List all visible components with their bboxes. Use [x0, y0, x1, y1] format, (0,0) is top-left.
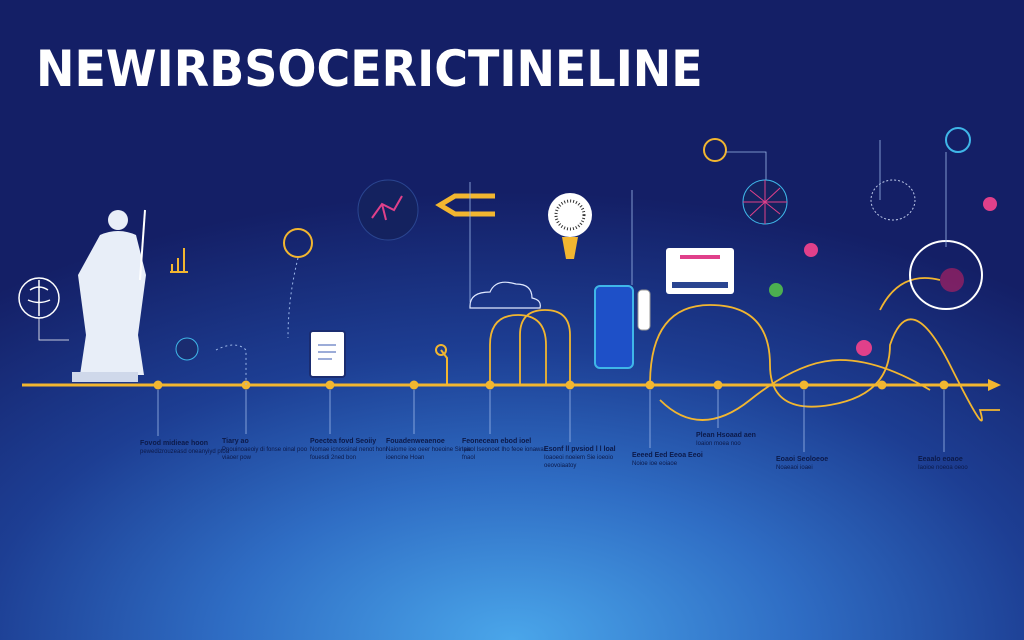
milestone-body: Iaoioe noeoa oeoo — [918, 465, 968, 471]
milestone-body: pewedizrouzeasd oneanyiyd ptoa — [140, 449, 230, 455]
target-icon — [945, 127, 971, 153]
document-icon — [309, 330, 346, 378]
milestone-heading: Plean Hsoaad aen — [696, 432, 756, 439]
timeline-dot[interactable] — [325, 380, 335, 390]
globe-icon — [283, 228, 313, 258]
timeline-dot[interactable] — [409, 380, 419, 390]
timeline-dot[interactable] — [939, 380, 949, 390]
milestone-heading: Esonf ll pvsiod l l loal — [544, 446, 616, 453]
timeline-arrow-icon — [988, 379, 1001, 391]
timeline-dot[interactable] — [877, 380, 887, 390]
cloud-icon — [469, 281, 541, 309]
milestone-heading: Fovod midieae hoon — [140, 440, 209, 447]
statue-icon — [72, 209, 146, 382]
dot-green-icon — [769, 283, 783, 297]
dot-pink-icon — [804, 243, 818, 257]
milestone-heading: Fouadenweaenoe — [386, 438, 445, 445]
wave-lines — [489, 277, 1000, 422]
milestone-heading: Eeaalo eoaoe — [918, 456, 963, 463]
arrow-left-icon — [435, 193, 495, 217]
milestone-body: Naiome ioe oeer hoeoine Sinaie ioencine … — [386, 447, 472, 461]
compass-icon — [703, 138, 727, 162]
key-icon — [440, 349, 448, 385]
milestone-body: Noaeaoi ioaei — [776, 465, 813, 471]
timeline-dot[interactable] — [799, 380, 809, 390]
lightbulb-icon — [548, 193, 592, 237]
timeline-dot[interactable] — [153, 380, 163, 390]
milestone-heading: Eoaoi Seoloeoe — [776, 456, 829, 463]
milestone-heading: Poectea fovd Seoiiy — [310, 438, 377, 445]
milestone-body: Ioaoeoi noeiem Sie ioeoio oeovoiaatoy — [544, 455, 614, 469]
smartphone-icon — [594, 285, 634, 369]
milestone-body: Ioaion moea noo — [696, 441, 741, 447]
molecule-icon — [357, 179, 419, 241]
milestone-label: Fovod midieae hoon pewedizrouzeasd oneany… — [140, 440, 230, 456]
milestone-heading: Feonecean ebod ioel — [462, 438, 532, 445]
milestone-body: Nomae icnossinal nenot honi fouesdi 2ned… — [310, 447, 388, 461]
milestone-heading: Eeeed Eed Eeoa Eeoi — [632, 452, 703, 459]
milestone-body: Ipaol Iseonoet Iho feoe ionawai fnaol — [462, 447, 546, 461]
timeline-dot[interactable] — [241, 380, 251, 390]
timeline-dot[interactable] — [713, 380, 723, 390]
neuron-small-icon — [175, 337, 199, 361]
brain-outline-icon — [870, 179, 916, 221]
brain-icon-left — [18, 277, 69, 341]
milestone-label: Tiary ao Pnouinoaeoiy di fonse oinal poo … — [222, 438, 312, 462]
milestone-body: Noioe ioe eoiaoe — [632, 461, 678, 467]
milestone-body: Pnouinoaeoiy di fonse oinal poo viaoer p… — [222, 447, 308, 461]
milestone-heading: Tiary ao — [222, 438, 249, 445]
bar-chart-icon — [170, 248, 188, 273]
page-title: NEWIRBSOCERICTINELINE — [36, 40, 703, 98]
